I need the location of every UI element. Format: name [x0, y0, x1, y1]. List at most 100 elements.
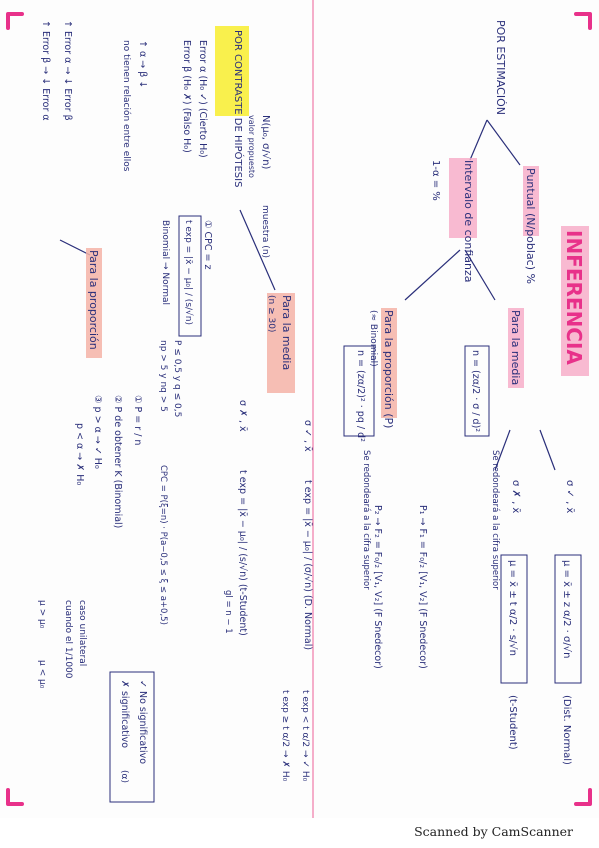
n-condition: (n ≥ 30)	[266, 295, 276, 332]
cpc-group: ① CPC = z t exp = |x̄ − μ₀| / (s/√n) Bin…	[160, 215, 213, 337]
sigma-known-est-group: σ ✓ , x̄ μ = x̄ ± z α/2 · σ/√n (Dist. No…	[554, 480, 582, 765]
branch-line	[486, 119, 521, 166]
prop-est-highlight	[381, 308, 397, 418]
scanner-watermark: Scanned by CamScanner	[414, 824, 573, 839]
handwritten-notes: INFERENCIA POR ESTIMACIÓN Puntual (N/pob…	[6, 0, 592, 818]
branch-line	[539, 429, 556, 471]
muestra: muestra (n)	[260, 205, 270, 258]
formula-box	[464, 345, 490, 437]
branch-line	[464, 249, 496, 301]
sigma-known-est-dist: (Dist. Normal)	[561, 695, 572, 765]
media-formula: N(μ₀, σ/√n)	[260, 115, 271, 170]
formula-box	[500, 554, 528, 684]
media-est-label: Para la media	[509, 310, 522, 385]
puntual-group: Puntual (N/poblac) %	[523, 166, 539, 284]
prop-note: Se redondeará a la cifra superior	[361, 450, 371, 590]
conf-level: 1-α = %	[430, 160, 441, 201]
bin-cond1: P ≤ 0,5 y q ≤ 0,5	[172, 340, 182, 417]
sigma-known-test: σ ✓ , x̄	[302, 420, 313, 452]
arrow1: ↑ Error α → ↓ Error β	[62, 20, 73, 121]
corner-mark	[574, 12, 592, 30]
decision2: t exp ≥ t α/2 → ✗ H₀	[280, 690, 290, 782]
decision1: t exp < t α/2 → ✓ H₀	[300, 690, 310, 782]
alpha-note: (α)	[119, 770, 129, 783]
branch-line	[239, 209, 276, 291]
sigma-unknown-est-dist: (t-Student)	[507, 695, 518, 750]
contraste-header: POR CONTRASTE DE HIPÓTESIS	[232, 30, 245, 187]
media-formula-group: N(μ₀, σ/√n) muestra (n) valor propuesto	[247, 115, 271, 258]
error-arrows: ↑ Error α → ↓ Error β ↑ Error β → ↓ Erro…	[40, 20, 73, 121]
media-test-group: Para la media (n ≥ 30)	[266, 293, 295, 393]
p1-line: P₁ → F₁ = F₀/₂ [V₁, V₂] (F Snedecor)	[417, 505, 428, 669]
p1-group: P₁ → F₁ = F₀/₂ [V₁, V₂] (F Snedecor)	[417, 505, 428, 669]
errors-group: Error α (H₀ ✓) (Cierto H₀) Error β (H₀ ✗…	[181, 40, 208, 158]
branch-line	[404, 249, 461, 301]
cpc-bin: CPC = P(ξ=n) · P(a−0,5 ≤ ξ ≤ a+0,5)	[158, 465, 168, 625]
estimacion-header-group: POR ESTIMACIÓN	[494, 20, 507, 115]
sigma-known-est: σ ✓ , x̄	[564, 480, 575, 513]
corner-mark	[6, 788, 24, 806]
sigma-unknown-test-group: σ ✗ , x̄ t exp = |x̄ − μ₀| / (s/√n) (t-S…	[223, 400, 248, 636]
prop2: ② P de obtener K (Binomial)	[112, 395, 123, 528]
sigma-known-est-formula: μ = x̄ ± z α/2 · σ/√n	[561, 560, 572, 658]
branch-line	[494, 429, 511, 471]
mu-lt: μ < μ₀	[37, 660, 47, 689]
prop-steps: ① P = r / n ② P de obtener K (Binomial) …	[74, 395, 143, 528]
intervalo-highlight	[449, 158, 477, 238]
note2: no tienen relación entre ellos	[121, 40, 132, 172]
title-highlight	[561, 226, 589, 376]
significance-box	[109, 671, 155, 803]
intervalo-group: Intervalo de confianza 1-α = %	[430, 158, 477, 283]
title: INFERENCIA	[562, 230, 586, 365]
significativo: ✗ significativo	[119, 680, 130, 748]
sample-size-prop-group: n = (zα/2)² · pq / d² Se redondeará a la…	[343, 345, 375, 590]
prop-est-label: Para la proporción (P)	[382, 310, 395, 428]
sigma-unknown-test: σ ✗ , x̄	[237, 400, 248, 432]
media-test-label: Para la media	[280, 295, 293, 370]
unilateral2: cuando el 1/1000	[63, 600, 73, 679]
sigma-unknown-est-group: σ ✗ , x̄ μ = x̄ ± t α/2 · s/√n (t-Studen…	[500, 480, 528, 750]
sample-size-mean-group: n = (zα/2 · σ / d)² Se redondeará a la c…	[464, 345, 500, 590]
prop3: ③ p > α → ✓ H₀	[92, 395, 103, 469]
estimacion-header: POR ESTIMACIÓN	[494, 20, 507, 115]
branch-line	[59, 239, 91, 256]
prop-test-label: Para la proporción	[87, 250, 100, 350]
p2-group: P₂ → F₂ = F₀/₂ [V₁, V₂] (F Snedecor)	[372, 505, 383, 669]
no-significativo: ✓ No significativo	[137, 680, 148, 764]
title-group: INFERENCIA	[561, 226, 589, 376]
puntual-label: Puntual (N/poblac) %	[524, 168, 537, 284]
prop1: ① P = r / n	[132, 395, 143, 445]
p2-line: P₂ → F₂ = F₀/₂ [V₁, V₂] (F Snedecor)	[372, 505, 383, 669]
contraste-header-group: POR CONTRASTE DE HIPÓTESIS	[215, 26, 249, 187]
significance-group: ✓ No significativo ✗ significativo (α)	[109, 671, 155, 803]
prop-test-group: Para la proporción	[86, 248, 102, 358]
media-est-group: Para la media	[508, 308, 524, 388]
valor-propuesto: valor propuesto	[247, 115, 256, 178]
arrow2: ↑ Error β → ↓ Error α	[40, 20, 51, 121]
prop-est-dist: (≈ Binomial)	[368, 310, 378, 367]
contraste-highlight	[215, 26, 249, 116]
mu-gt: μ > μ₀	[37, 600, 47, 629]
cpc-formula: t exp = |x̄ − μ₀| / (s/√n)	[183, 220, 194, 325]
sigma-known-test-group: σ ✓ , x̄ t exp = |x̄ − μ₀| / (σ/√n) (D. …	[302, 420, 313, 650]
sigma-known-test-formula: t exp = |x̄ − μ₀| / (σ/√n) (D. Normal)	[302, 480, 313, 650]
error2: Error β (H₀ ✗) (Falso H₀)	[181, 40, 192, 153]
formula-box	[554, 554, 582, 684]
binomial-normal: Binomial → Normal	[160, 220, 170, 305]
bin-cond-group: P ≤ 0,5 y q ≤ 0,5 np > 5 y nq > 5 CPC = …	[158, 340, 182, 625]
sigma-unknown-test-formula: t exp = |x̄ − μ₀| / (s/√n) (t-Student)	[237, 470, 248, 636]
paper-sheet: INFERENCIA POR ESTIMACIÓN Puntual (N/pob…	[6, 0, 592, 818]
note1: ↑ α → β ↓	[137, 40, 148, 88]
sample-size-note: Se redondeará a la cifra superior	[490, 450, 500, 590]
sigma-unknown-est: σ ✗ , x̄	[510, 480, 521, 513]
media-test-highlight	[267, 293, 295, 393]
formula-box	[343, 345, 375, 437]
alpha-beta-notes: ↑ α → β ↓ no tienen relación entre ellos	[121, 40, 148, 172]
formula-box	[178, 215, 202, 337]
bin-cond2: np > 5 y nq > 5	[158, 340, 168, 412]
df: gl = n − 1	[223, 590, 233, 634]
prop-test-highlight	[86, 248, 102, 358]
corner-mark	[6, 12, 24, 30]
sample-size-mean: n = (zα/2 · σ / d)²	[470, 350, 481, 432]
